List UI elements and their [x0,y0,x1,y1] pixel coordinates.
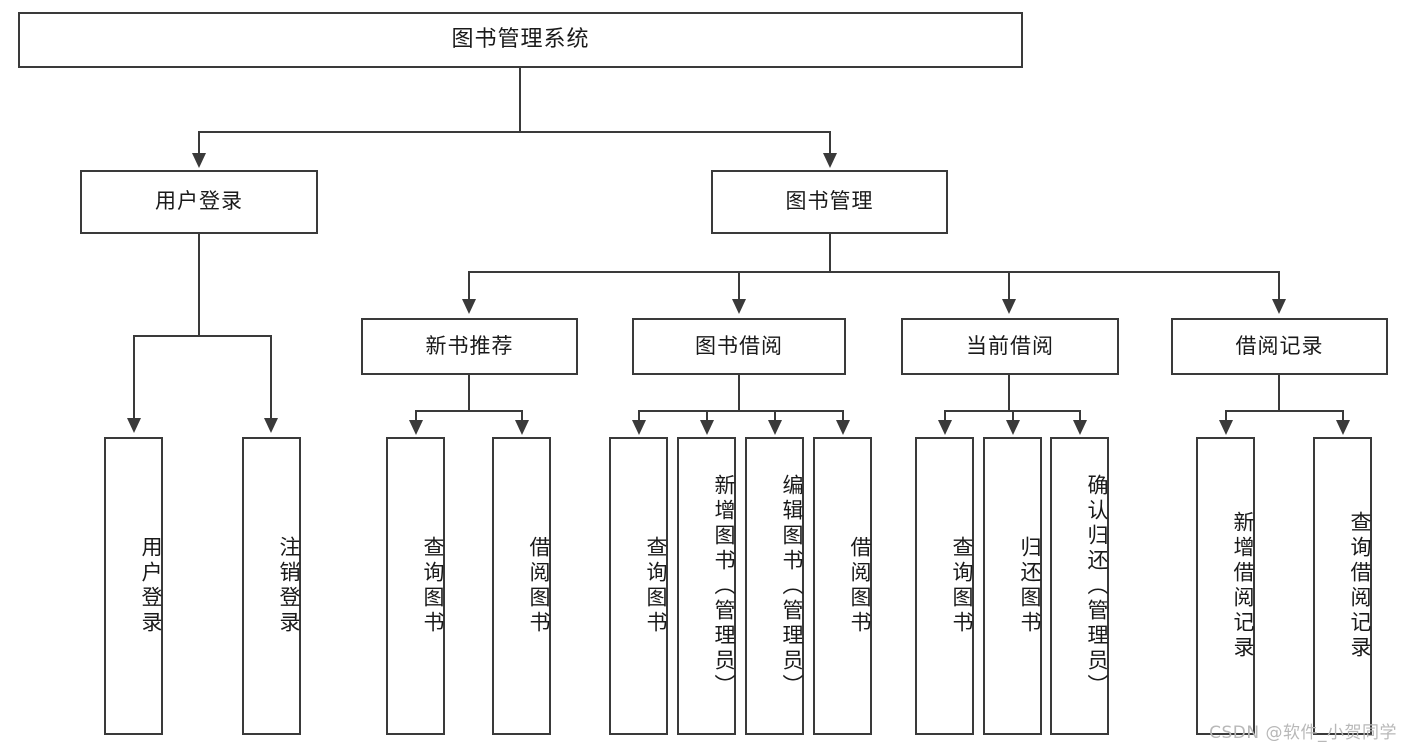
connector-user-login-to-leaf-1 [133,335,135,420]
leaf-label: 新增图书（管理员） [712,473,736,699]
leaf-current-confirm-return-admin[interactable]: 确认归还（管理员） [1050,437,1109,735]
node-book-management[interactable]: 图书管理 [711,170,948,234]
arrow-new-book-to-leaf-1 [409,420,423,435]
connector-root-stem [519,68,521,131]
arrow-current-borrow-to-leaf-3 [1073,420,1087,435]
connector-book-borrow-to-leaf-1 [638,410,640,422]
connector-new-book-bus [415,410,522,412]
connector-book-borrow-stem [738,375,740,410]
connector-records-stem [1278,375,1280,410]
node-book-borrow[interactable]: 图书借阅 [632,318,846,375]
connector-book-mgmt-to-current [1008,271,1010,301]
leaf-label: 确认归还（管理员） [1085,473,1109,699]
arrow-records-to-leaf-1 [1219,420,1233,435]
leaf-records-add-record[interactable]: 新增借阅记录 [1196,437,1255,735]
connector-book-mgmt-to-new-book [468,271,470,301]
connector-book-mgmt-to-records [1278,271,1280,301]
leaf-label: 查询借阅记录 [1348,511,1372,661]
leaf-label: 查询图书 [421,536,445,636]
connector-book-borrow-to-leaf-3 [774,410,776,422]
arrow-root-to-book-mgmt [823,153,837,168]
arrow-new-book-to-leaf-2 [515,420,529,435]
connector-book-mgmt-to-borrow [738,271,740,301]
leaf-borrow-edit-book-admin[interactable]: 编辑图书（管理员） [745,437,804,735]
leaf-label: 借阅图书 [527,536,551,636]
arrow-user-login-to-leaf-2 [264,418,278,433]
connector-user-login-stem [198,234,200,335]
connector-root-bus [198,131,831,133]
connector-current-borrow-to-leaf-1 [944,410,946,422]
arrow-root-to-user-login [192,153,206,168]
arrow-user-login-to-leaf-1 [127,418,141,433]
arrow-book-borrow-to-leaf-1 [632,420,646,435]
connector-book-borrow-bus [638,410,843,412]
arrow-book-mgmt-to-borrow [732,299,746,314]
leaf-new-book-query[interactable]: 查询图书 [386,437,445,735]
connector-book-mgmt-stem [829,234,831,271]
leaf-user-login-signout[interactable]: 注销登录 [242,437,301,735]
leaf-borrow-query-book[interactable]: 查询图书 [609,437,668,735]
connector-new-book-stem [468,375,470,410]
leaf-current-return-book[interactable]: 归还图书 [983,437,1042,735]
arrow-book-mgmt-to-records [1272,299,1286,314]
node-user-login[interactable]: 用户登录 [80,170,318,234]
connector-new-book-to-leaf-1 [415,410,417,422]
arrow-book-borrow-to-leaf-2 [700,420,714,435]
leaf-new-book-borrow[interactable]: 借阅图书 [492,437,551,735]
node-root-system[interactable]: 图书管理系统 [18,12,1023,68]
arrow-book-borrow-to-leaf-4 [836,420,850,435]
arrow-current-borrow-to-leaf-1 [938,420,952,435]
connector-new-book-to-leaf-2 [521,410,523,422]
connector-current-borrow-to-leaf-3 [1079,410,1081,422]
connector-records-to-leaf-1 [1225,410,1227,422]
node-new-book-recommend[interactable]: 新书推荐 [361,318,578,375]
leaf-label: 用户登录 [139,536,163,636]
connector-book-borrow-to-leaf-2 [706,410,708,422]
leaf-borrow-add-book-admin[interactable]: 新增图书（管理员） [677,437,736,735]
leaf-label: 编辑图书（管理员） [780,473,804,699]
leaf-label: 注销登录 [277,536,301,636]
connector-records-bus [1225,410,1343,412]
connector-book-mgmt-bus [468,271,1280,273]
connector-user-login-to-leaf-2 [270,335,272,420]
leaf-user-login-signin[interactable]: 用户登录 [104,437,163,735]
arrow-book-mgmt-to-new-book [462,299,476,314]
arrow-book-mgmt-to-current [1002,299,1016,314]
leaf-label: 查询图书 [644,536,668,636]
connector-root-to-book-mgmt [829,131,831,155]
connector-book-borrow-to-leaf-4 [842,410,844,422]
leaf-label: 新增借阅记录 [1231,511,1255,661]
leaf-borrow-borrow-book[interactable]: 借阅图书 [813,437,872,735]
connector-root-to-user-login [198,131,200,155]
leaf-label: 归还图书 [1018,536,1042,636]
arrow-book-borrow-to-leaf-3 [768,420,782,435]
node-current-borrow[interactable]: 当前借阅 [901,318,1119,375]
leaf-label: 查询图书 [950,536,974,636]
leaf-current-query-book[interactable]: 查询图书 [915,437,974,735]
leaf-records-query-record[interactable]: 查询借阅记录 [1313,437,1372,735]
leaf-label: 借阅图书 [848,536,872,636]
connector-current-borrow-stem [1008,375,1010,410]
node-borrow-records[interactable]: 借阅记录 [1171,318,1388,375]
arrow-current-borrow-to-leaf-2 [1006,420,1020,435]
connector-current-borrow-to-leaf-2 [1012,410,1014,422]
connector-records-to-leaf-2 [1342,410,1344,422]
arrow-records-to-leaf-2 [1336,420,1350,435]
connector-user-login-bus [133,335,271,337]
